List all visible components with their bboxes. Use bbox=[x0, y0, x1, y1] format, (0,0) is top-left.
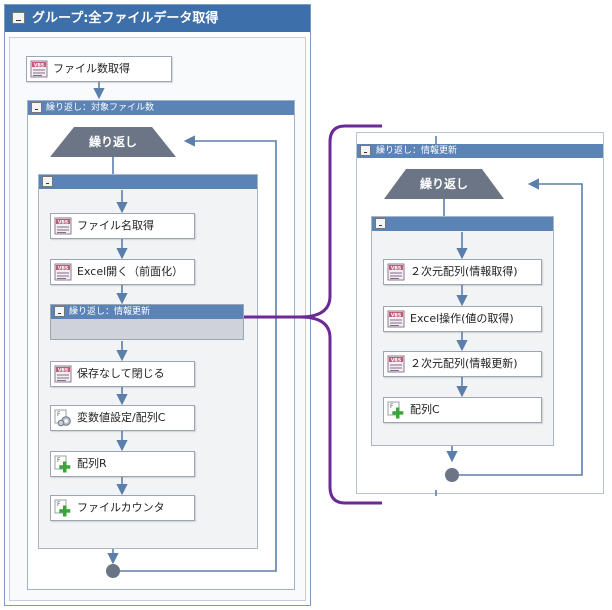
action-array-r[interactable]: F 配列R bbox=[50, 451, 195, 477]
action-array-get[interactable]: VBS ２次元配列(情報取得) bbox=[383, 259, 542, 285]
action-label: ２次元配列(情報取得) bbox=[410, 265, 518, 278]
detail-collapse-button[interactable] bbox=[360, 145, 371, 156]
action-file-name[interactable]: VBS ファイル名取得 bbox=[50, 213, 195, 239]
loop-collapse-button[interactable] bbox=[31, 102, 42, 113]
plus-add-icon: F bbox=[54, 499, 71, 517]
collapsed-loop-label: 繰り返し：情報更新 bbox=[69, 307, 151, 317]
svg-text:VBS: VBS bbox=[391, 265, 401, 271]
action-label: Excel操作(値の取得) bbox=[410, 312, 514, 325]
action-label: ファイル数取得 bbox=[53, 62, 130, 75]
svg-text:F: F bbox=[390, 403, 394, 410]
action-label: 配列C bbox=[410, 403, 440, 416]
svg-text:F: F bbox=[57, 457, 61, 464]
sequence-collapse-button[interactable] bbox=[42, 176, 53, 187]
loop-header-label: 繰り返し：対象ファイル数 bbox=[46, 103, 155, 113]
vbs-script-icon: VBS bbox=[387, 310, 405, 328]
svg-text:VBS: VBS bbox=[58, 265, 68, 271]
vbs-script-icon: VBS bbox=[387, 355, 405, 373]
vbs-script-icon: VBS bbox=[54, 365, 72, 383]
vbs-script-icon: VBS bbox=[54, 217, 72, 235]
detail-loop-header[interactable] bbox=[357, 144, 603, 158]
action-label: ファイルカウンタ bbox=[77, 501, 165, 514]
action-variable-set[interactable]: F 変数値設定/配列C bbox=[50, 405, 195, 431]
detail-loop-header-label: 繰り返し：情報更新 bbox=[376, 146, 458, 156]
sequence-header[interactable] bbox=[39, 175, 257, 189]
svg-text:VBS: VBS bbox=[58, 367, 68, 373]
action-save-close[interactable]: VBS 保存なして閉じる bbox=[50, 361, 195, 387]
group-title: グループ:全ファイルデータ取得 bbox=[32, 11, 219, 26]
loop-header-files[interactable] bbox=[28, 101, 294, 115]
gear-variable-icon: F bbox=[54, 409, 71, 427]
action-file-count[interactable]: VBS ファイル数取得 bbox=[26, 56, 172, 82]
action-label: ２次元配列(情報更新) bbox=[410, 357, 518, 370]
detail-sequence-header[interactable] bbox=[372, 217, 553, 231]
plus-add-icon: F bbox=[54, 455, 71, 473]
vbs-script-icon: VBS bbox=[387, 263, 405, 281]
detail-loop-shape-label: 繰り返し bbox=[419, 177, 468, 191]
svg-text:F: F bbox=[57, 501, 61, 508]
group-collapse-button[interactable] bbox=[12, 12, 25, 24]
action-array-c[interactable]: F 配列C bbox=[383, 397, 542, 423]
action-array-update[interactable]: VBS ２次元配列(情報更新) bbox=[383, 351, 542, 377]
svg-text:F: F bbox=[57, 411, 61, 418]
detail-sequence-collapse-button[interactable] bbox=[375, 218, 386, 229]
collapsed-loop-expand-button[interactable] bbox=[54, 306, 65, 317]
group-header[interactable] bbox=[5, 5, 310, 32]
action-label: 配列R bbox=[77, 457, 107, 470]
action-excel-open[interactable]: VBS Excel開く（前面化） bbox=[50, 259, 195, 285]
action-excel-operation[interactable]: VBS Excel操作(値の取得) bbox=[383, 306, 542, 332]
svg-text:VBS: VBS bbox=[58, 219, 68, 225]
action-file-counter[interactable]: F ファイルカウンタ bbox=[50, 495, 195, 521]
svg-text:VBS: VBS bbox=[34, 62, 44, 68]
svg-text:VBS: VBS bbox=[391, 312, 401, 318]
action-label: ファイル名取得 bbox=[77, 219, 154, 232]
vbs-script-icon: VBS bbox=[30, 60, 48, 78]
loop-shape-label: 繰り返し bbox=[88, 135, 137, 149]
action-label: 保存なして閉じる bbox=[77, 367, 165, 380]
vbs-script-icon: VBS bbox=[54, 263, 72, 281]
action-label: 変数値設定/配列C bbox=[77, 411, 166, 424]
plus-add-icon: F bbox=[387, 401, 404, 419]
action-label: Excel開く（前面化） bbox=[77, 265, 184, 278]
svg-text:VBS: VBS bbox=[391, 357, 401, 363]
